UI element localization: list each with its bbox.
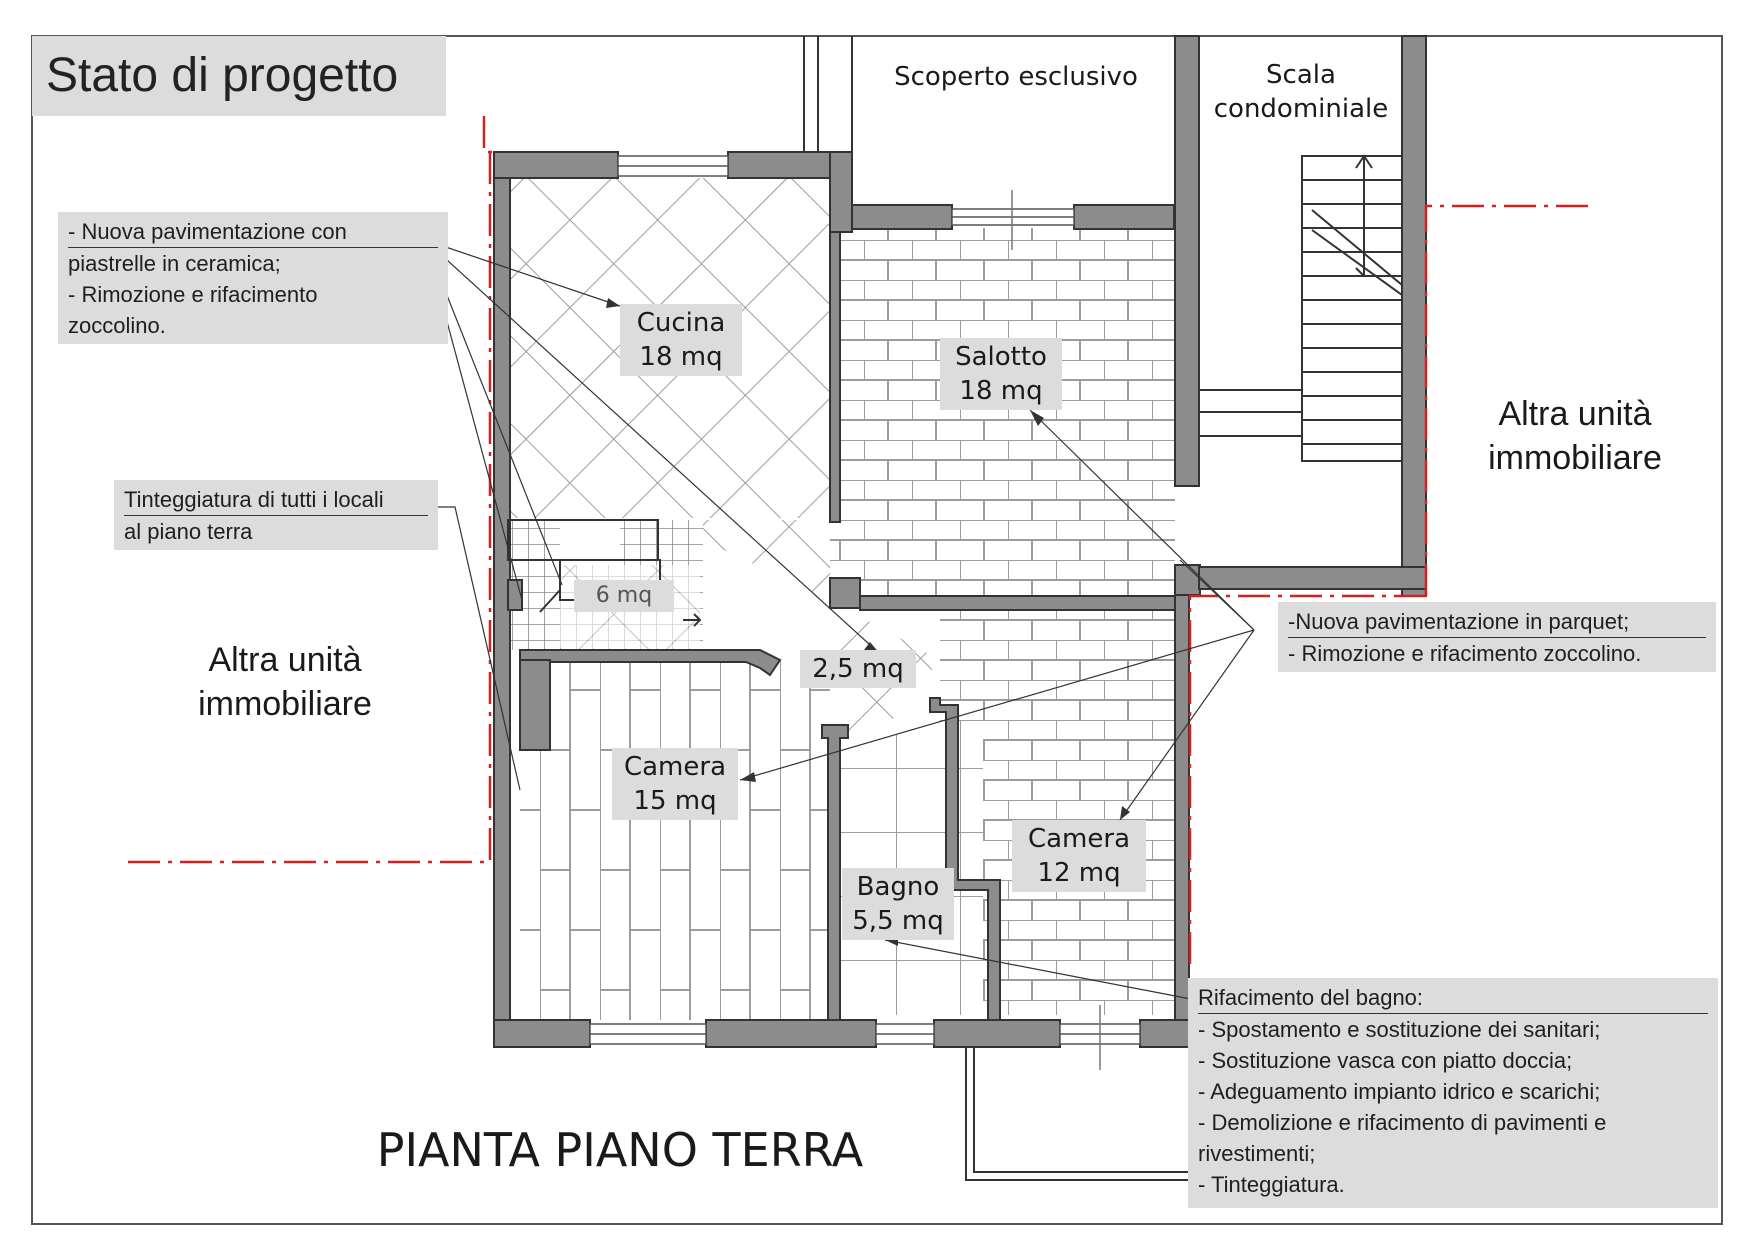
staircase <box>1199 154 1403 462</box>
drawing-title: PIANTA PIANO TERRA <box>376 1123 864 1177</box>
note-bagno-line1: Rifacimento del bagno: <box>1198 982 1708 1014</box>
label-scala-line2: condominiale <box>1213 94 1389 124</box>
label-scala-line1: Scala <box>1266 60 1336 90</box>
note-ceramica-line4: zoccolino. <box>68 313 166 338</box>
room-label-disimpegno: 6 mq <box>574 580 674 612</box>
note-tinteggiatura-line1: Tinteggiatura di tutti i locali <box>124 484 428 516</box>
note-bagno-line6: rivestimenti; <box>1198 1141 1316 1166</box>
walls <box>493 35 1427 1048</box>
note-bagno-line3: - Sostituzione vasca con piatto doccia; <box>1198 1048 1573 1073</box>
note-parquet: -Nuova pavimentazione in parquet; - Rimo… <box>1278 602 1716 672</box>
windows <box>589 155 1141 1045</box>
cucina-area: 18 mq <box>639 342 723 372</box>
note-ceramica-line1: - Nuova pavimentazione con <box>68 216 438 248</box>
room-label-camera-12: Camera 12 mq <box>1012 820 1146 892</box>
note-tinteggiatura: Tinteggiatura di tutti i locali al piano… <box>114 480 438 550</box>
corridoio-area: 2,5 mq <box>812 654 904 684</box>
note-ceramica: - Nuova pavimentazione con piastrelle in… <box>58 212 448 344</box>
camera12-area: 12 mq <box>1037 858 1121 888</box>
label-altra-right-line2: immobiliare <box>1488 439 1662 477</box>
camera12-name: Camera <box>1027 824 1131 854</box>
note-bagno: Rifacimento del bagno: - Spostamento e s… <box>1188 978 1718 1208</box>
room-label-salotto: Salotto 18 mq <box>940 338 1062 410</box>
salotto-floor <box>830 228 1175 600</box>
note-parquet-line1: -Nuova pavimentazione in parquet; <box>1288 606 1706 638</box>
sheet-frame <box>31 35 1723 1225</box>
room-label-camera-15: Camera 15 mq <box>612 748 738 820</box>
label-altra-left-line2: immobiliare <box>198 685 372 723</box>
label-altra-unita-left: Altra unità immobiliare <box>150 638 420 726</box>
note-tinteggiatura-line2: al piano terra <box>124 519 253 544</box>
room-label-bagno: Bagno 5,5 mq <box>842 868 954 940</box>
cucina-name: Cucina <box>636 308 726 338</box>
camera15-name: Camera <box>623 752 727 782</box>
balcony-outline <box>965 1047 1190 1181</box>
note-bagno-line2: - Spostamento e sostituzione dei sanitar… <box>1198 1017 1601 1042</box>
note-bagno-line4: - Adeguamento impianto idrico e scarichi… <box>1198 1079 1601 1104</box>
page-title: Stato di progetto <box>32 36 446 116</box>
camera15-area: 15 mq <box>633 786 717 816</box>
room-label-cucina: Cucina 18 mq <box>620 304 742 376</box>
disimpegno-patch <box>560 520 620 565</box>
camera15-floor <box>520 660 830 1020</box>
label-altra-unita-right: Altra unità immobiliare <box>1440 392 1710 480</box>
note-ceramica-line3: - Rimozione e rifacimento <box>68 282 318 307</box>
label-scoperto-esclusivo: Scoperto esclusivo <box>894 62 1138 92</box>
note-bagno-line7: - Tinteggiatura. <box>1198 1172 1345 1197</box>
salotto-name: Salotto <box>955 342 1047 372</box>
note-bagno-line5: - Demolizione e rifacimento di pavimenti… <box>1198 1110 1607 1135</box>
label-altra-right-line1: Altra unità <box>1498 395 1652 433</box>
salotto-area: 18 mq <box>959 376 1043 406</box>
bagno-area: 5,5 mq <box>852 906 944 936</box>
disimpegno-area: 6 mq <box>595 583 653 608</box>
scoperto-walls <box>803 36 853 205</box>
room-label-corridoio: 2,5 mq <box>800 650 916 688</box>
bagno-name: Bagno <box>856 872 940 902</box>
note-ceramica-line2: piastrelle in ceramica; <box>68 251 281 276</box>
label-altra-left-line1: Altra unità <box>208 641 362 679</box>
unit-boundary <box>128 116 1590 970</box>
label-scala-condominiale: Scala condominiale <box>1200 58 1402 126</box>
note-parquet-line2: - Rimozione e rifacimento zoccolino. <box>1288 641 1642 666</box>
